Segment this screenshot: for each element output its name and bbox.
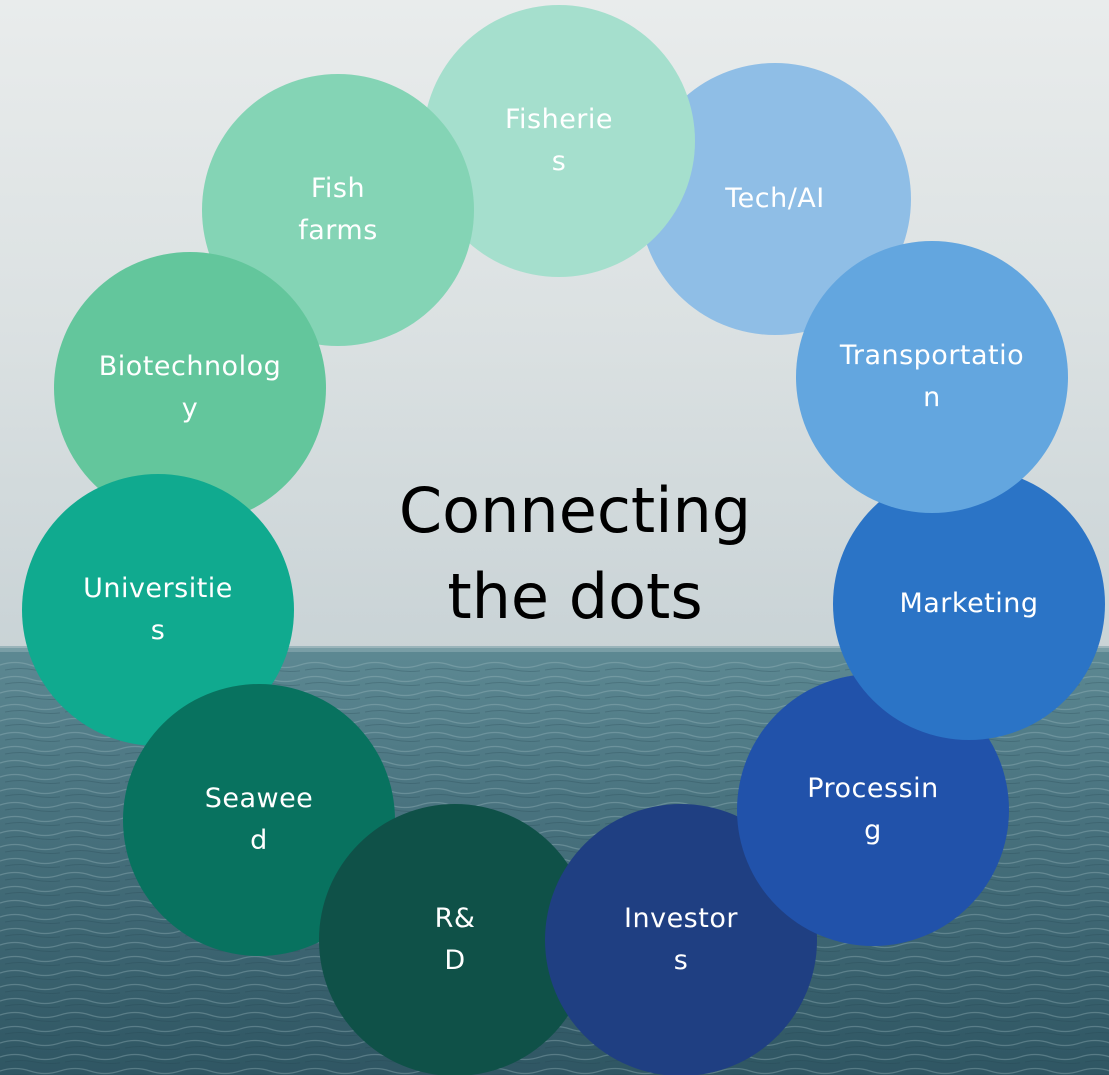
node-transportation-label: Transportatio n — [839, 340, 1025, 413]
node-processing-label: Processin g — [807, 773, 939, 846]
node-biotechnology-label: Biotechnolog y — [98, 351, 282, 424]
node-investors-label: Investor s — [624, 903, 738, 976]
center-title: Connecting the dots — [398, 474, 752, 633]
node-transportation: Transportatio n — [796, 241, 1068, 513]
node-biotechnology: Biotechnolog y — [54, 252, 326, 524]
node-universities-label: Universitie s — [83, 573, 233, 646]
node-marketing: Marketing — [833, 468, 1105, 740]
node-seaweed-label: Seawee d — [204, 783, 314, 856]
node-tech-ai-label: Tech/AI — [725, 183, 825, 214]
node-marketing-label: Marketing — [899, 588, 1039, 619]
node-fisheries-label: Fisherie s — [504, 104, 614, 177]
node-rd-label: R& D — [434, 903, 476, 976]
node-fish-farms-label: Fish farms — [298, 173, 378, 246]
node-universities: Universitie s — [22, 474, 294, 746]
